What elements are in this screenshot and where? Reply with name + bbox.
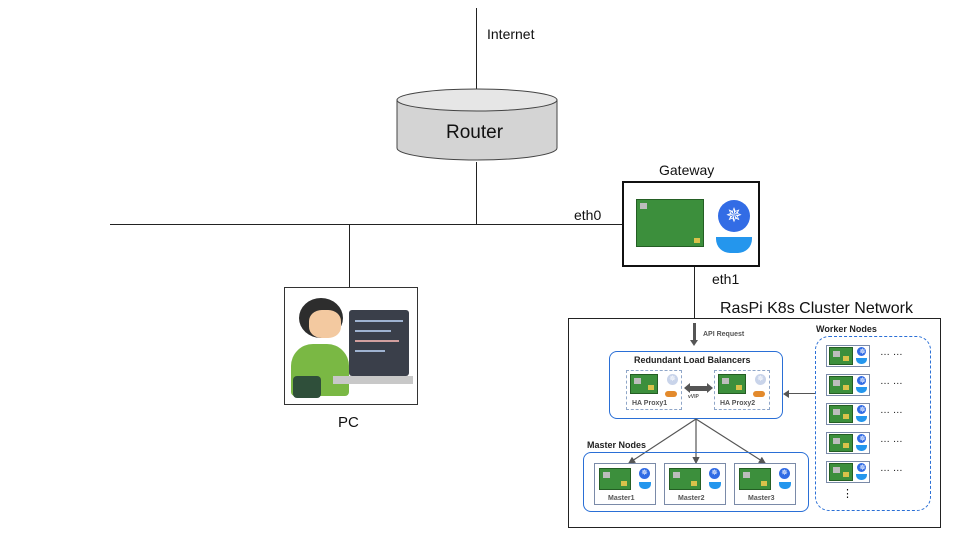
router-to-lan-line bbox=[476, 162, 477, 224]
vip-arrow-left-head bbox=[684, 383, 690, 393]
raspberry-pi-board-icon bbox=[669, 468, 701, 490]
master2-label: Master2 bbox=[678, 495, 705, 502]
proxy-link-icon bbox=[665, 391, 677, 397]
raspberry-pi-board-icon bbox=[829, 347, 853, 365]
worker-node bbox=[826, 345, 870, 367]
docker-whale-icon bbox=[856, 474, 867, 480]
lan-bus-line bbox=[110, 224, 622, 225]
worker-nodes-group: … … … … … … … … … … ⋮ bbox=[815, 336, 931, 511]
eth0-label: eth0 bbox=[574, 207, 602, 223]
kubernetes-icon bbox=[639, 467, 650, 479]
ha-proxy2: HA Proxy2 bbox=[714, 370, 770, 410]
docker-whale-icon bbox=[856, 416, 867, 422]
worker-more-indicator: ⋮ bbox=[842, 488, 853, 500]
kubernetes-icon bbox=[857, 433, 868, 445]
api-request-arrow bbox=[693, 323, 696, 341]
vip-arrow bbox=[688, 386, 708, 391]
load-balancers-title: Redundant Load Balancers bbox=[634, 355, 751, 365]
worker-ellipsis: … … bbox=[880, 463, 903, 474]
worker-to-lb-arrowhead bbox=[783, 390, 789, 398]
worker-node bbox=[826, 432, 870, 454]
kubernetes-icon bbox=[667, 373, 678, 385]
master-node: Master1 bbox=[594, 463, 656, 505]
master-node: Master2 bbox=[664, 463, 726, 505]
router-cylinder bbox=[396, 88, 558, 161]
docker-whale-icon bbox=[856, 445, 867, 451]
proxy-link-icon bbox=[753, 391, 765, 397]
master-nodes-group: Master1 Master2 Master3 bbox=[583, 452, 809, 512]
api-request-label: API Request bbox=[703, 331, 745, 338]
cluster-title: RasPi K8s Cluster Network bbox=[720, 300, 913, 317]
ha-proxy2-label: HA Proxy2 bbox=[720, 400, 756, 407]
eth1-label: eth1 bbox=[712, 271, 740, 287]
load-balancers-group: Redundant Load Balancers HA Proxy1 vVIP … bbox=[609, 351, 783, 419]
raspberry-pi-board-icon bbox=[630, 374, 658, 394]
worker-node bbox=[826, 461, 870, 483]
raspberry-pi-board-icon bbox=[739, 468, 771, 490]
worker-ellipsis: … … bbox=[880, 347, 903, 358]
docker-whale-icon bbox=[709, 482, 721, 489]
worker-ellipsis: … … bbox=[880, 405, 903, 416]
pc-label: PC bbox=[338, 414, 359, 431]
worker-node bbox=[826, 374, 870, 396]
docker-whale-icon bbox=[716, 237, 752, 253]
worker-nodes-title: Worker Nodes bbox=[816, 324, 877, 334]
worker-to-lb-line bbox=[789, 393, 815, 394]
api-request-arrowhead bbox=[690, 340, 698, 346]
raspberry-pi-board-icon bbox=[829, 434, 853, 452]
kubernetes-icon: ✵ bbox=[718, 200, 750, 232]
kubernetes-icon bbox=[709, 467, 720, 479]
raspberry-pi-board-icon bbox=[599, 468, 631, 490]
vip-arrow-right-head bbox=[707, 383, 713, 393]
vip-label: vVIP bbox=[688, 394, 699, 400]
docker-whale-icon bbox=[856, 358, 867, 364]
ha-proxy1: HA Proxy1 bbox=[626, 370, 682, 410]
master3-label: Master3 bbox=[748, 495, 775, 502]
kubernetes-icon bbox=[755, 373, 766, 385]
internet-label: Internet bbox=[487, 26, 535, 42]
kubernetes-icon bbox=[857, 462, 868, 474]
lb-to-master-arrows bbox=[627, 418, 767, 465]
pc-drop-line bbox=[349, 224, 350, 287]
router-label: Router bbox=[446, 122, 504, 143]
master-node: Master3 bbox=[734, 463, 796, 505]
raspberry-pi-board-icon bbox=[829, 405, 853, 423]
raspberry-pi-board-icon bbox=[636, 199, 704, 247]
internet-line bbox=[476, 8, 477, 96]
raspberry-pi-board-icon bbox=[829, 463, 853, 481]
raspberry-pi-board-icon bbox=[718, 374, 746, 394]
gateway-to-cluster-line bbox=[694, 267, 695, 319]
worker-ellipsis: … … bbox=[880, 434, 903, 445]
kubernetes-icon bbox=[857, 375, 868, 387]
docker-whale-icon bbox=[779, 482, 791, 489]
pc-box bbox=[284, 287, 418, 405]
master-nodes-title: Master Nodes bbox=[587, 440, 647, 450]
worker-node bbox=[826, 403, 870, 425]
person-at-laptop-icon bbox=[289, 292, 415, 402]
master1-label: Master1 bbox=[608, 495, 635, 502]
docker-whale-icon bbox=[639, 482, 651, 489]
kubernetes-icon bbox=[779, 467, 790, 479]
cluster-network-box: API Request Redundant Load Balancers HA … bbox=[568, 318, 941, 528]
docker-whale-icon bbox=[856, 387, 867, 393]
kubernetes-icon bbox=[857, 404, 868, 416]
gateway-title: Gateway bbox=[659, 162, 715, 178]
raspberry-pi-board-icon bbox=[829, 376, 853, 394]
ha-proxy1-label: HA Proxy1 bbox=[632, 400, 668, 407]
worker-ellipsis: … … bbox=[880, 376, 903, 387]
kubernetes-icon bbox=[857, 346, 868, 358]
gateway-box: ✵ bbox=[622, 181, 760, 267]
